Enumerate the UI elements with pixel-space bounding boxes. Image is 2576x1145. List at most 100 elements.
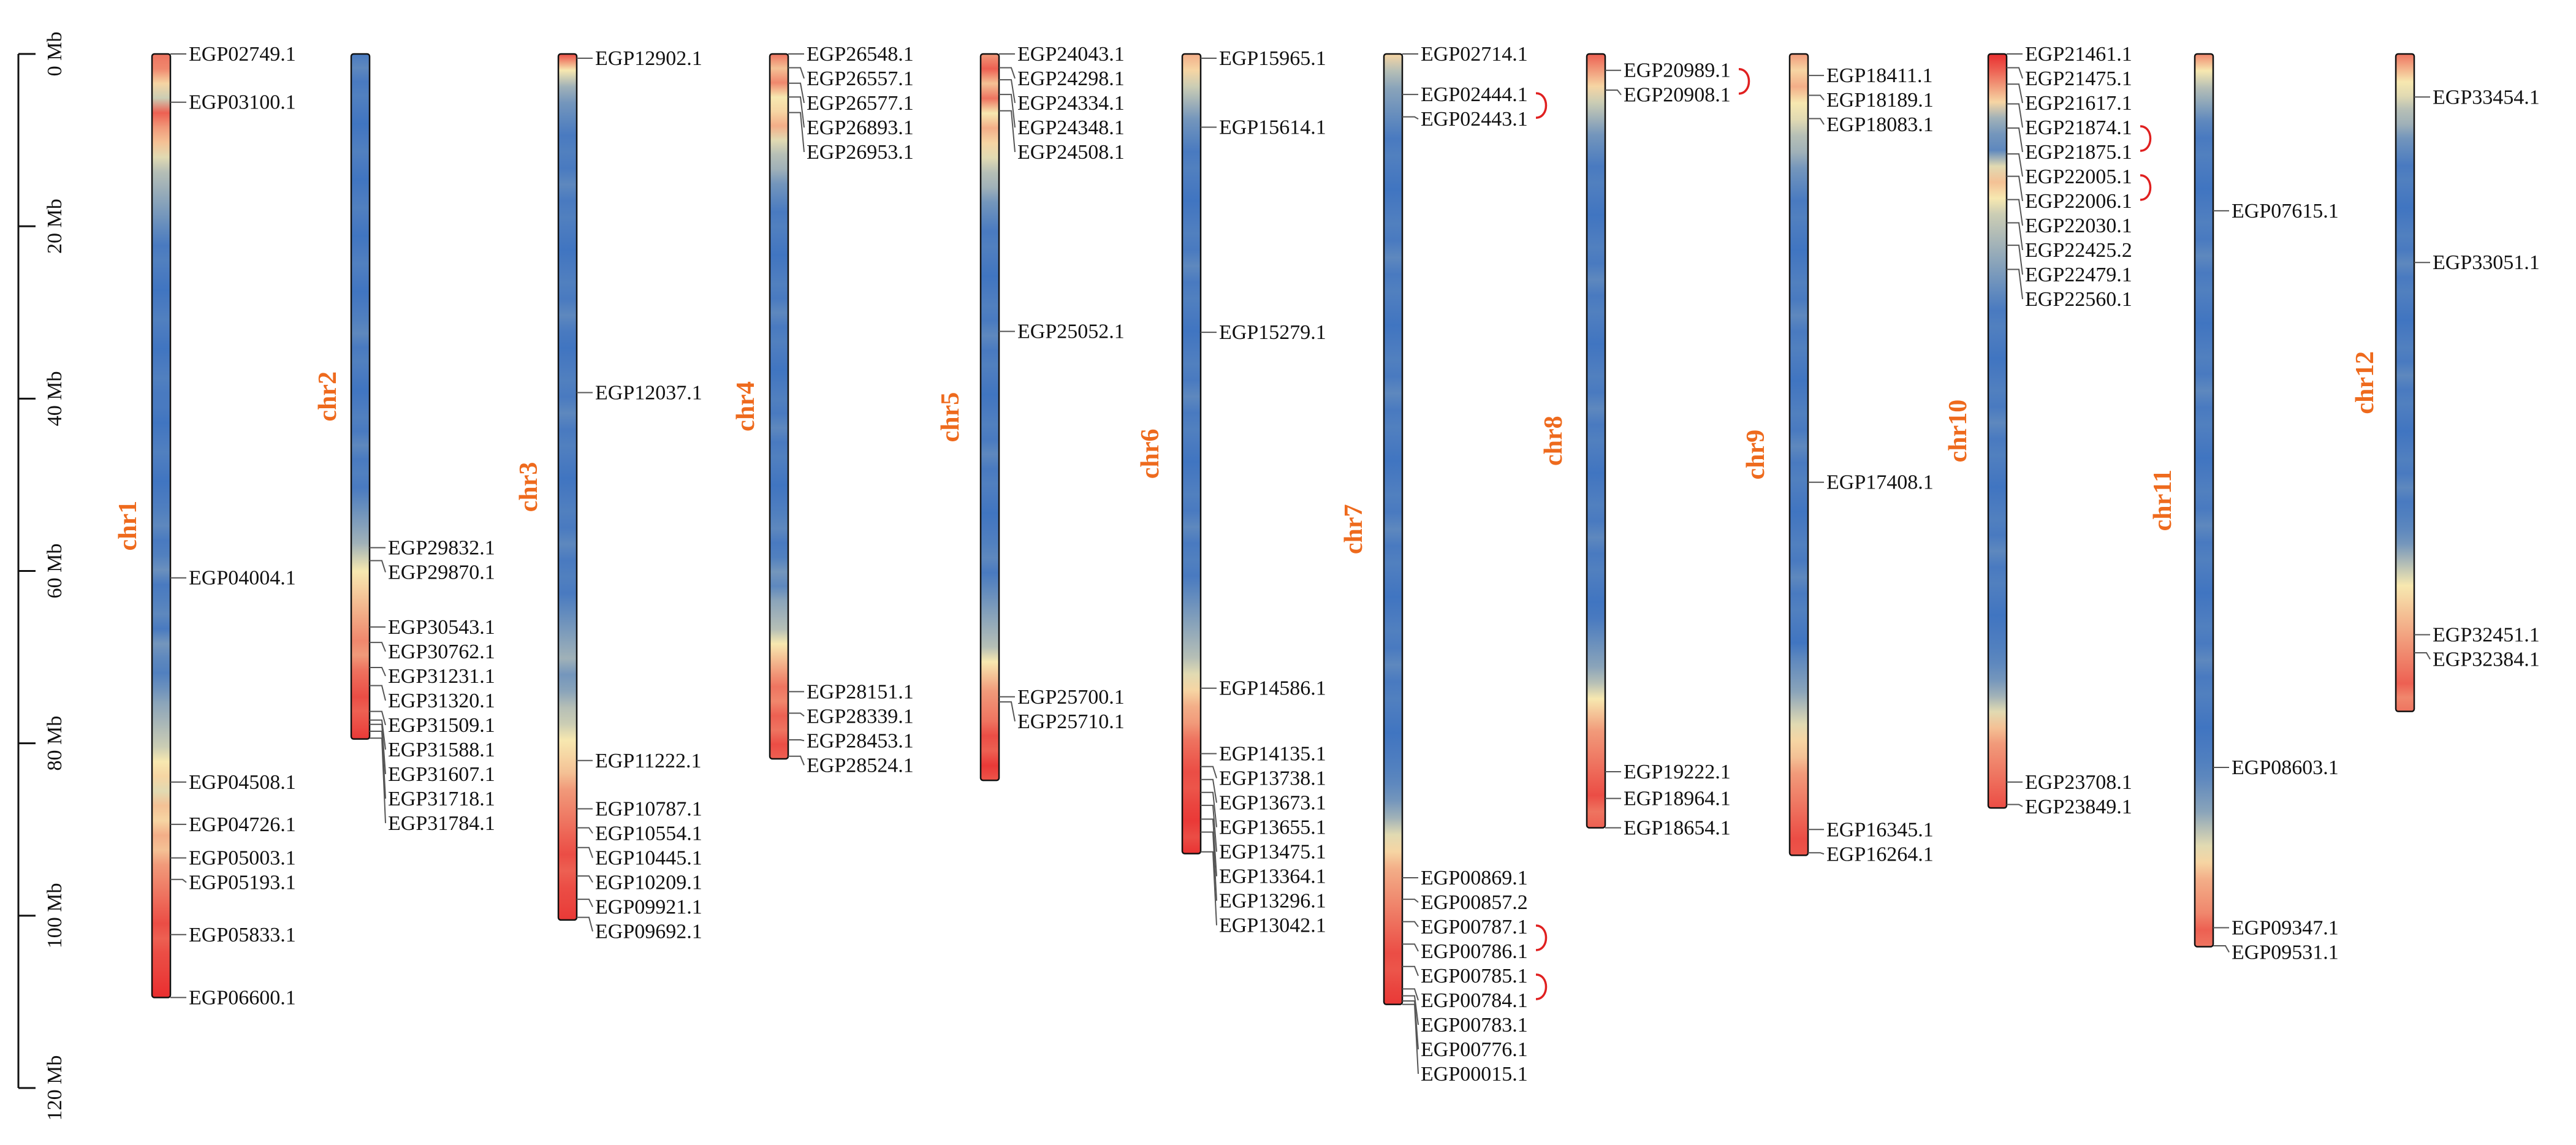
gene-label: EGP29870.1 (388, 561, 495, 584)
gene-leader-line (788, 755, 805, 766)
gene-label: EGP13738.1 (1219, 767, 1326, 790)
gene-leader-line (1402, 899, 1419, 903)
gene-leader-line (370, 710, 386, 726)
gene-label: EGP07615.1 (2232, 200, 2339, 223)
axis-tick-label: 20 Mb (44, 199, 66, 254)
gene-leader-line (2213, 945, 2230, 953)
gene-leader-line (1201, 766, 1217, 778)
gene-leader-line (2007, 804, 2023, 807)
gene-label: EGP13673.1 (1219, 792, 1326, 815)
gene-label: EGP13655.1 (1219, 816, 1326, 839)
chromosome-bar-chr5 (979, 53, 1000, 782)
gene-label: EGP18654.1 (1624, 816, 1731, 839)
chromosome-chr8: chr8EGP20989.1EGP20908.1EGP19222.1EGP189… (1540, 53, 1731, 839)
gene-leader-line (370, 666, 386, 677)
gene-label: EGP26953.1 (807, 141, 914, 164)
chromosome-bar-chr12 (2395, 53, 2415, 712)
gene-label: EGP09347.1 (2232, 917, 2339, 940)
gene-leader-line (170, 878, 187, 883)
gene-leader-line (999, 67, 1016, 79)
gene-leader-line (1402, 1003, 1419, 1075)
gene-label: EGP31784.1 (388, 812, 495, 835)
gene-label: EGP02444.1 (1421, 83, 1528, 106)
gene-leader-line (788, 82, 805, 104)
axis-tick-label: 80 Mb (44, 716, 66, 771)
gene-leader-line (999, 701, 1016, 721)
gene-leader-line (2007, 153, 2023, 177)
chromosome-label: chr7 (1340, 504, 1368, 554)
gene-label: EGP19222.1 (1624, 761, 1731, 783)
chromosome-label: chr12 (2351, 351, 2379, 414)
gene-label: EGP22006.1 (2025, 190, 2132, 213)
gene-label: EGP15614.1 (1219, 116, 1326, 139)
gene-leader-line (1402, 921, 1419, 927)
chromosome-label: chr6 (1136, 428, 1165, 479)
gene-leader-line (577, 875, 593, 883)
gene-leader-line (1402, 965, 1419, 976)
gene-leader-line (370, 730, 386, 799)
gene-label: EGP10445.1 (595, 847, 702, 870)
gene-label: EGP00787.1 (1421, 916, 1528, 938)
gene-leader-line (788, 112, 805, 153)
gene-leader-line (370, 719, 386, 750)
gene-label: EGP22479.1 (2025, 264, 2132, 286)
chromosome-label: chr2 (314, 371, 342, 422)
gene-label: EGP08603.1 (2232, 756, 2339, 779)
chromosome-chr4: chr4EGP26548.1EGP26557.1EGP26577.1EGP268… (732, 43, 914, 777)
chromosome-label: chr3 (515, 462, 543, 512)
chromosome-chr7: chr7EGP02714.1EGP02444.1EGP02443.1EGP008… (1340, 43, 1528, 1086)
chromosome-bar-chr8 (1586, 53, 1606, 829)
chromosome-bar-chr3 (557, 53, 578, 921)
chromosome-label: chr8 (1540, 416, 1568, 466)
gene-label: EGP24334.1 (1017, 92, 1125, 115)
gene-label: EGP15965.1 (1219, 47, 1326, 70)
gene-label: EGP25710.1 (1017, 710, 1125, 733)
gene-label: EGP21475.1 (2025, 67, 2132, 90)
chromosome-bar-chr1 (151, 53, 172, 999)
gene-leader-line (788, 712, 805, 717)
gene-label: EGP31320.1 (388, 690, 495, 712)
gene-leader-line (1201, 804, 1217, 852)
gene-leader-line (1201, 778, 1217, 803)
axis-tick-label: 60 Mb (44, 544, 66, 599)
chromosome-chr5: chr5EGP24043.1EGP24298.1EGP24334.1EGP243… (937, 43, 1125, 782)
gene-label: EGP31718.1 (388, 788, 495, 810)
gene-leader-line (1201, 818, 1217, 877)
chromosome-bar-chr7 (1383, 53, 1404, 1005)
gene-label: EGP13296.1 (1219, 890, 1326, 913)
gene-label: EGP00015.1 (1421, 1063, 1528, 1086)
gene-label: EGP13475.1 (1219, 841, 1326, 864)
gene-leader-line (1402, 1000, 1419, 1050)
gene-leader-line (999, 94, 1016, 128)
gene-leader-line (2007, 199, 2023, 226)
gene-label: EGP11222.1 (595, 750, 701, 772)
chromosome-chr2: chr2EGP29832.1EGP29870.1EGP30543.1EGP307… (314, 53, 495, 835)
gene-leader-line (1402, 995, 1419, 1025)
gene-label: EGP12037.1 (595, 381, 702, 404)
gene-label: EGP24298.1 (1017, 67, 1125, 90)
gene-leader-line (788, 96, 805, 128)
chromosome-label: chr9 (1742, 430, 1770, 480)
gene-label: EGP04004.1 (189, 567, 296, 590)
gene-label: EGP31509.1 (388, 714, 495, 737)
chromosome-bar-chr9 (1788, 53, 1809, 856)
gene-label: EGP22030.1 (2025, 215, 2132, 237)
gene-label: EGP31231.1 (388, 665, 495, 688)
duplication-link-arc (2140, 125, 2152, 152)
gene-label: EGP09531.1 (2232, 941, 2339, 964)
gene-label: EGP14135.1 (1219, 743, 1326, 766)
gene-label: EGP28524.1 (807, 754, 914, 777)
gene-label: EGP22425.2 (2025, 239, 2132, 262)
chromosome-bar-chr10 (1987, 53, 2008, 809)
chromosome-label: chr10 (1944, 400, 1972, 463)
gene-leader-line (2007, 83, 2023, 104)
gene-label: EGP02749.1 (189, 43, 296, 66)
chromosome-bar-chr4 (769, 53, 789, 760)
gene-label: EGP00869.1 (1421, 867, 1528, 889)
gene-label: EGP06600.1 (189, 986, 296, 1009)
duplication-link-arc (2140, 174, 2152, 201)
gene-label: EGP03100.1 (189, 91, 296, 114)
gene-leader-line (1605, 89, 1622, 96)
gene-label: EGP10787.1 (595, 798, 702, 821)
